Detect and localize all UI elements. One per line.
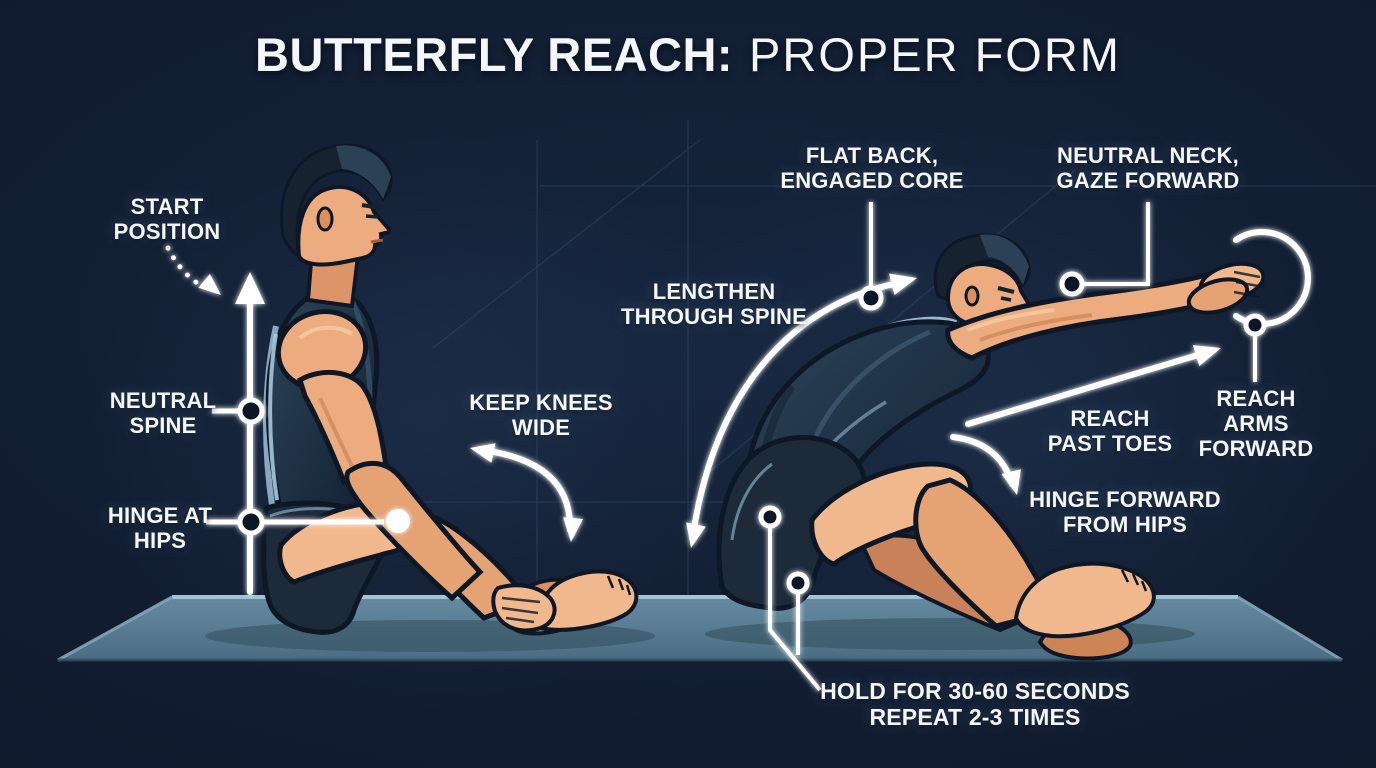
reach-arms-connector (1243, 313, 1267, 382)
figure-stretch-position (716, 233, 1266, 661)
shin (913, 477, 1055, 629)
label-lengthen-spine: LENGTHEN THROUGH SPINE (621, 279, 807, 330)
eyebrow (361, 203, 381, 210)
forearm (344, 460, 484, 602)
label-flat-back: FLAT BACK, ENGAGED CORE (780, 143, 964, 194)
ear (964, 285, 980, 307)
reach-forward-arrow-icon (965, 345, 1221, 427)
fingers (501, 596, 541, 624)
ambient-glow-left (90, 130, 750, 710)
start-position-dotted-arrow-icon (165, 245, 221, 295)
label-reach-arms-forward: REACH ARMS FORWARD (1198, 386, 1314, 462)
hold-instruction-connectors (758, 505, 822, 692)
shorts-rim (730, 462, 773, 541)
toes (606, 575, 632, 596)
figure-start-position (261, 143, 639, 636)
toes (1120, 569, 1148, 592)
label-start-position: START POSITION (113, 194, 221, 245)
hair-highlight (980, 234, 1029, 285)
label-hinge-forward: HINGE FORWARD FROM HIPS (1029, 487, 1221, 538)
ear (316, 206, 334, 232)
fingers (1233, 270, 1265, 299)
neutral-spine-connector (212, 397, 265, 425)
label-reach-past-toes: REACH PAST TOES (1047, 406, 1173, 457)
label-hold-instruction: HOLD FOR 30-60 SECONDS REPEAT 2-3 TIMES (820, 678, 1130, 731)
label-neutral-spine: NEUTRAL SPINE (109, 388, 217, 439)
knees-wide-arc-arrow-icon (470, 443, 584, 542)
label-neutral-neck: NEUTRAL NECK, GAZE FORWARD (1056, 143, 1240, 194)
hinge-forward-arc-arrow-icon (950, 434, 1021, 495)
hand-bottom (1186, 277, 1250, 315)
title-primary: BUTTERFLY REACH: (255, 28, 734, 81)
eye-closed (1000, 296, 1012, 302)
title-secondary: PROPER FORM (749, 28, 1121, 81)
label-hinge-at-hips: HINGE AT HIPS (107, 503, 213, 554)
foot (1013, 561, 1156, 639)
arm-shade (318, 397, 354, 467)
hinge-at-hips-connector (206, 508, 410, 536)
eye (365, 214, 379, 219)
neutral-neck-connector (1059, 202, 1150, 297)
eyebrow (997, 286, 1015, 294)
tank-rim (268, 333, 279, 501)
arm-shade (979, 313, 1093, 342)
label-keep-knees-wide: KEEP KNEES WIDE (469, 390, 613, 441)
spine-up-arrow-icon (235, 272, 265, 595)
page-title: BUTTERFLY REACH: PROPER FORM (0, 30, 1376, 79)
flat-back-connector (858, 202, 884, 311)
annotations (165, 202, 1311, 692)
mouth (370, 238, 384, 244)
hair-highlight (336, 145, 391, 199)
tank-fold (813, 329, 931, 438)
arm-highlight (967, 308, 1055, 332)
deltoid-highlight (298, 325, 354, 340)
